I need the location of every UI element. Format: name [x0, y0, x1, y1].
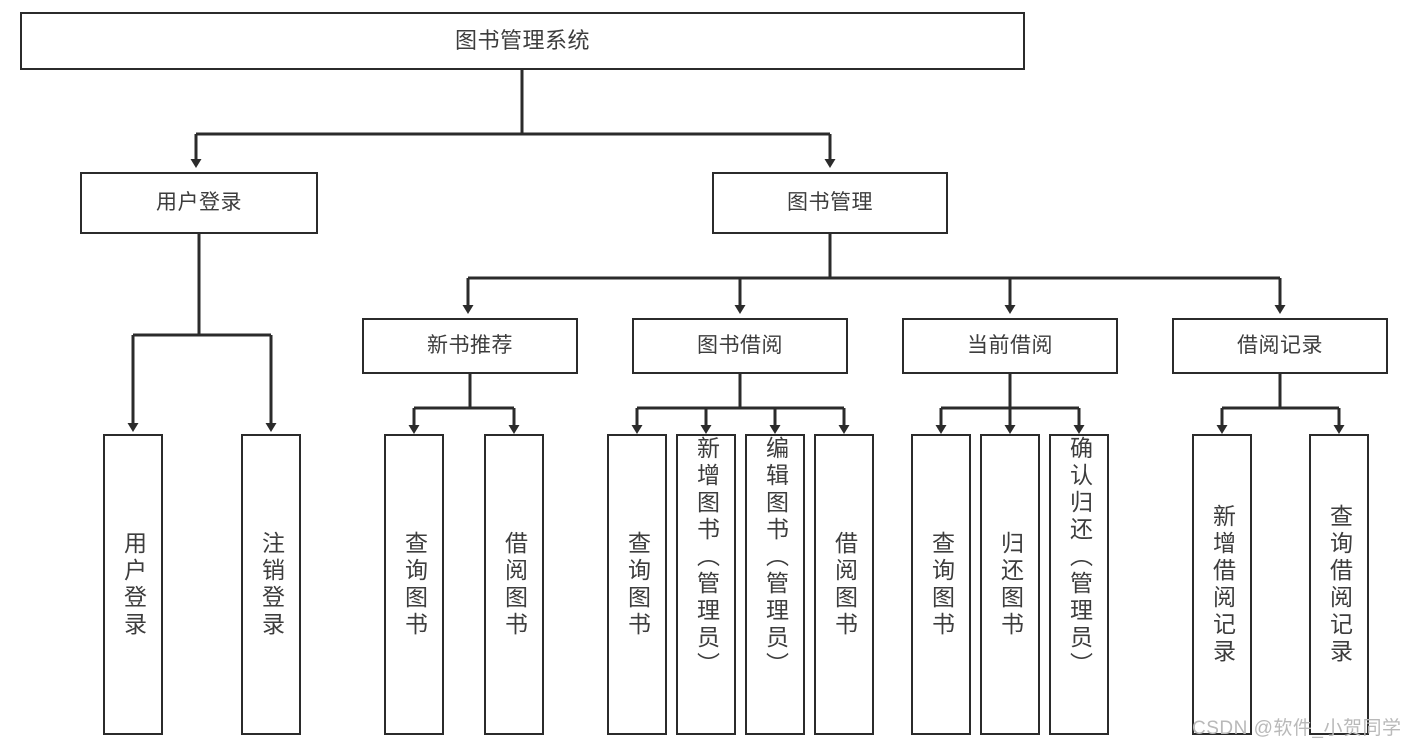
node-book-manage[interactable]: 图书管理 [712, 172, 948, 234]
node-leaf-borrow-book-1-label: 借阅图书 [501, 530, 528, 639]
node-leaf-query-book-1-label: 查询图书 [401, 530, 428, 639]
node-current-borrow[interactable]: 当前借阅 [902, 318, 1118, 374]
node-leaf-edit-book[interactable]: 编辑图书（管理员） [745, 434, 805, 735]
node-root[interactable]: 图书管理系统 [20, 12, 1025, 70]
node-book-manage-label: 图书管理 [787, 191, 873, 215]
node-current-borrow-label: 当前借阅 [967, 334, 1053, 358]
node-leaf-return-book-label: 归还图书 [997, 530, 1024, 639]
node-new-book-recommend-label: 新书推荐 [427, 334, 513, 358]
node-borrow-record-label: 借阅记录 [1237, 334, 1323, 358]
node-leaf-logout-login[interactable]: 注销登录 [241, 434, 301, 735]
node-leaf-query-book-3[interactable]: 查询图书 [911, 434, 971, 735]
node-leaf-add-record[interactable]: 新增借阅记录 [1192, 434, 1252, 735]
node-leaf-add-book-label: 新增图书（管理员） [693, 436, 720, 679]
node-leaf-query-record-label: 查询借阅记录 [1326, 503, 1353, 666]
node-book-borrow-label: 图书借阅 [697, 334, 783, 358]
node-new-book-recommend[interactable]: 新书推荐 [362, 318, 578, 374]
node-leaf-query-book-3-label: 查询图书 [928, 530, 955, 639]
node-root-label: 图书管理系统 [454, 27, 590, 53]
node-leaf-query-book-2-label: 查询图书 [624, 530, 651, 639]
node-leaf-confirm-return-label: 确认归还（管理员） [1066, 436, 1093, 679]
node-user-login[interactable]: 用户登录 [80, 172, 318, 234]
node-leaf-user-login-label: 用户登录 [120, 530, 147, 639]
node-borrow-record[interactable]: 借阅记录 [1172, 318, 1388, 374]
node-user-login-label: 用户登录 [156, 191, 242, 215]
node-leaf-borrow-book-2[interactable]: 借阅图书 [814, 434, 874, 735]
node-leaf-return-book[interactable]: 归还图书 [980, 434, 1040, 735]
node-leaf-confirm-return[interactable]: 确认归还（管理员） [1049, 434, 1109, 735]
node-leaf-query-book-1[interactable]: 查询图书 [384, 434, 444, 735]
node-leaf-add-record-label: 新增借阅记录 [1209, 503, 1236, 666]
node-leaf-query-book-2[interactable]: 查询图书 [607, 434, 667, 735]
node-book-borrow[interactable]: 图书借阅 [632, 318, 848, 374]
node-leaf-borrow-book-2-label: 借阅图书 [831, 530, 858, 639]
node-leaf-logout-login-label: 注销登录 [258, 530, 285, 639]
node-leaf-borrow-book-1[interactable]: 借阅图书 [484, 434, 544, 735]
watermark: CSDN @软件_小贺同学 [1192, 718, 1402, 739]
node-leaf-query-record[interactable]: 查询借阅记录 [1309, 434, 1369, 735]
node-leaf-add-book[interactable]: 新增图书（管理员） [676, 434, 736, 735]
node-leaf-user-login[interactable]: 用户登录 [103, 434, 163, 735]
node-leaf-edit-book-label: 编辑图书（管理员） [762, 436, 789, 679]
